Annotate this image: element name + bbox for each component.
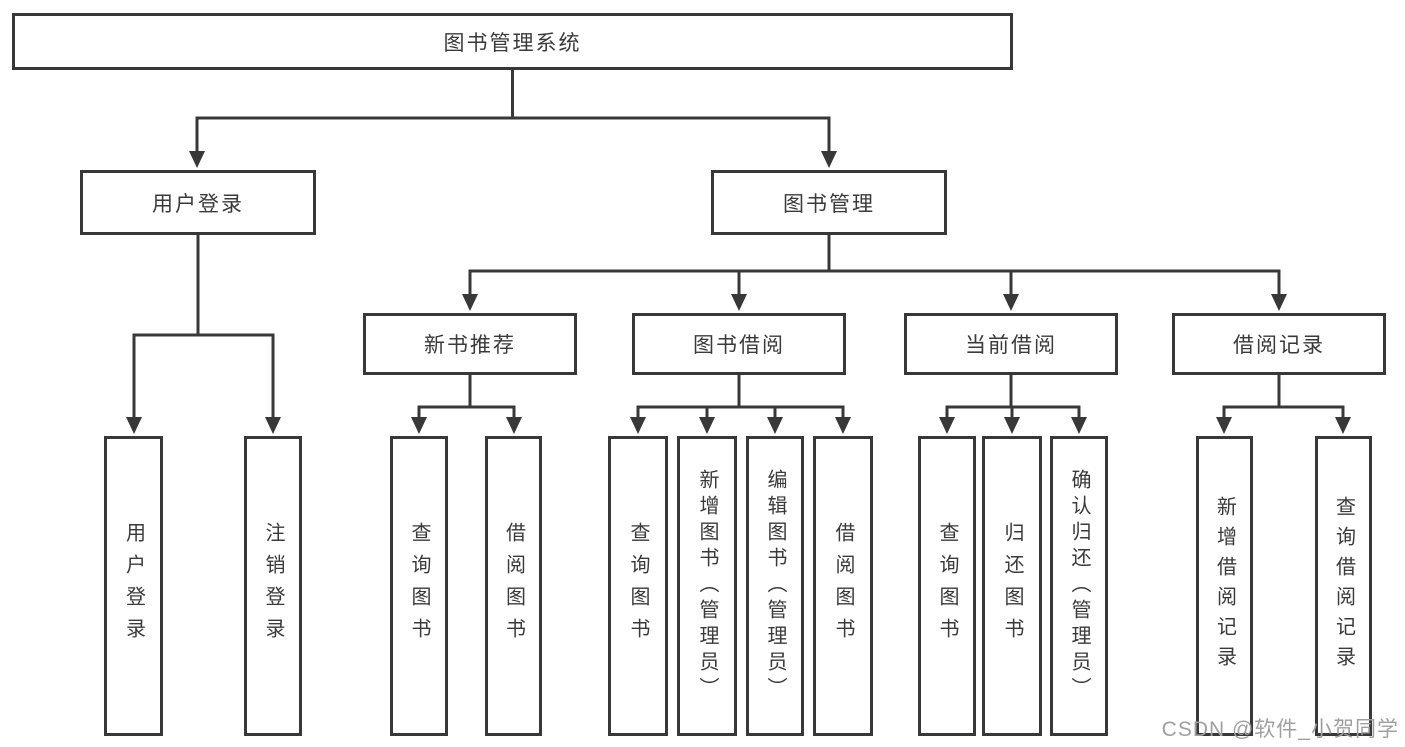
- node-new-book-recommend: 新书推荐: [363, 313, 577, 375]
- leaf-label: 借阅图书: [502, 522, 525, 650]
- node-label: 用户登录: [152, 192, 244, 216]
- leaf-user-login: 用户登录: [104, 436, 163, 736]
- node-root: 图书管理系统: [12, 13, 1013, 70]
- leaf-query-books-1: 查询图书: [390, 436, 448, 736]
- node-current-borrow: 当前借阅: [904, 313, 1118, 375]
- leaf-logout: 注销登录: [244, 436, 302, 736]
- node-label: 新书推荐: [424, 334, 516, 357]
- leaf-label: 借阅图书: [832, 522, 854, 650]
- node-book-management-branch: 图书管理: [711, 170, 947, 235]
- leaf-label: 新增借阅记录: [1213, 496, 1236, 676]
- node-user-login-branch: 用户登录: [80, 170, 316, 235]
- leaf-query-borrow-record: 查询借阅记录: [1315, 436, 1372, 736]
- leaf-label: 查询图书: [936, 522, 958, 650]
- leaf-label: 用户登录: [122, 522, 145, 650]
- leaf-label: 确认归还（管理员）: [1068, 469, 1090, 703]
- node-label: 图书借阅: [693, 334, 785, 357]
- leaf-add-book-admin: 新增图书（管理员）: [677, 436, 737, 736]
- leaf-add-borrow-record: 新增借阅记录: [1196, 436, 1253, 736]
- node-label: 借阅记录: [1233, 334, 1325, 357]
- leaf-label: 查询图书: [408, 522, 430, 650]
- node-label: 当前借阅: [965, 334, 1057, 357]
- leaf-label: 注销登录: [262, 522, 284, 650]
- leaf-query-books-2: 查询图书: [608, 436, 668, 736]
- leaf-label: 查询借阅记录: [1332, 496, 1355, 676]
- leaf-confirm-return-admin: 确认归还（管理员）: [1050, 436, 1108, 736]
- csdn-watermark: CSDN @软件_小贺同学: [1161, 718, 1399, 741]
- leaf-label: 归还图书: [1001, 522, 1023, 650]
- node-label: 图书管理: [783, 192, 875, 216]
- node-book-borrow: 图书借阅: [632, 313, 846, 375]
- leaf-label: 编辑图书（管理员）: [764, 469, 786, 703]
- node-borrow-records: 借阅记录: [1172, 313, 1386, 375]
- leaf-return-book: 归还图书: [982, 436, 1042, 736]
- leaf-edit-book-admin: 编辑图书（管理员）: [746, 436, 804, 736]
- leaf-label: 查询图书: [627, 522, 649, 650]
- node-root-label: 图书管理系统: [443, 31, 582, 55]
- leaf-borrow-books-2: 借阅图书: [813, 436, 873, 736]
- leaf-borrow-books-1: 借阅图书: [485, 436, 542, 736]
- leaf-label: 新增图书（管理员）: [696, 469, 718, 703]
- leaf-query-books-3: 查询图书: [918, 436, 976, 736]
